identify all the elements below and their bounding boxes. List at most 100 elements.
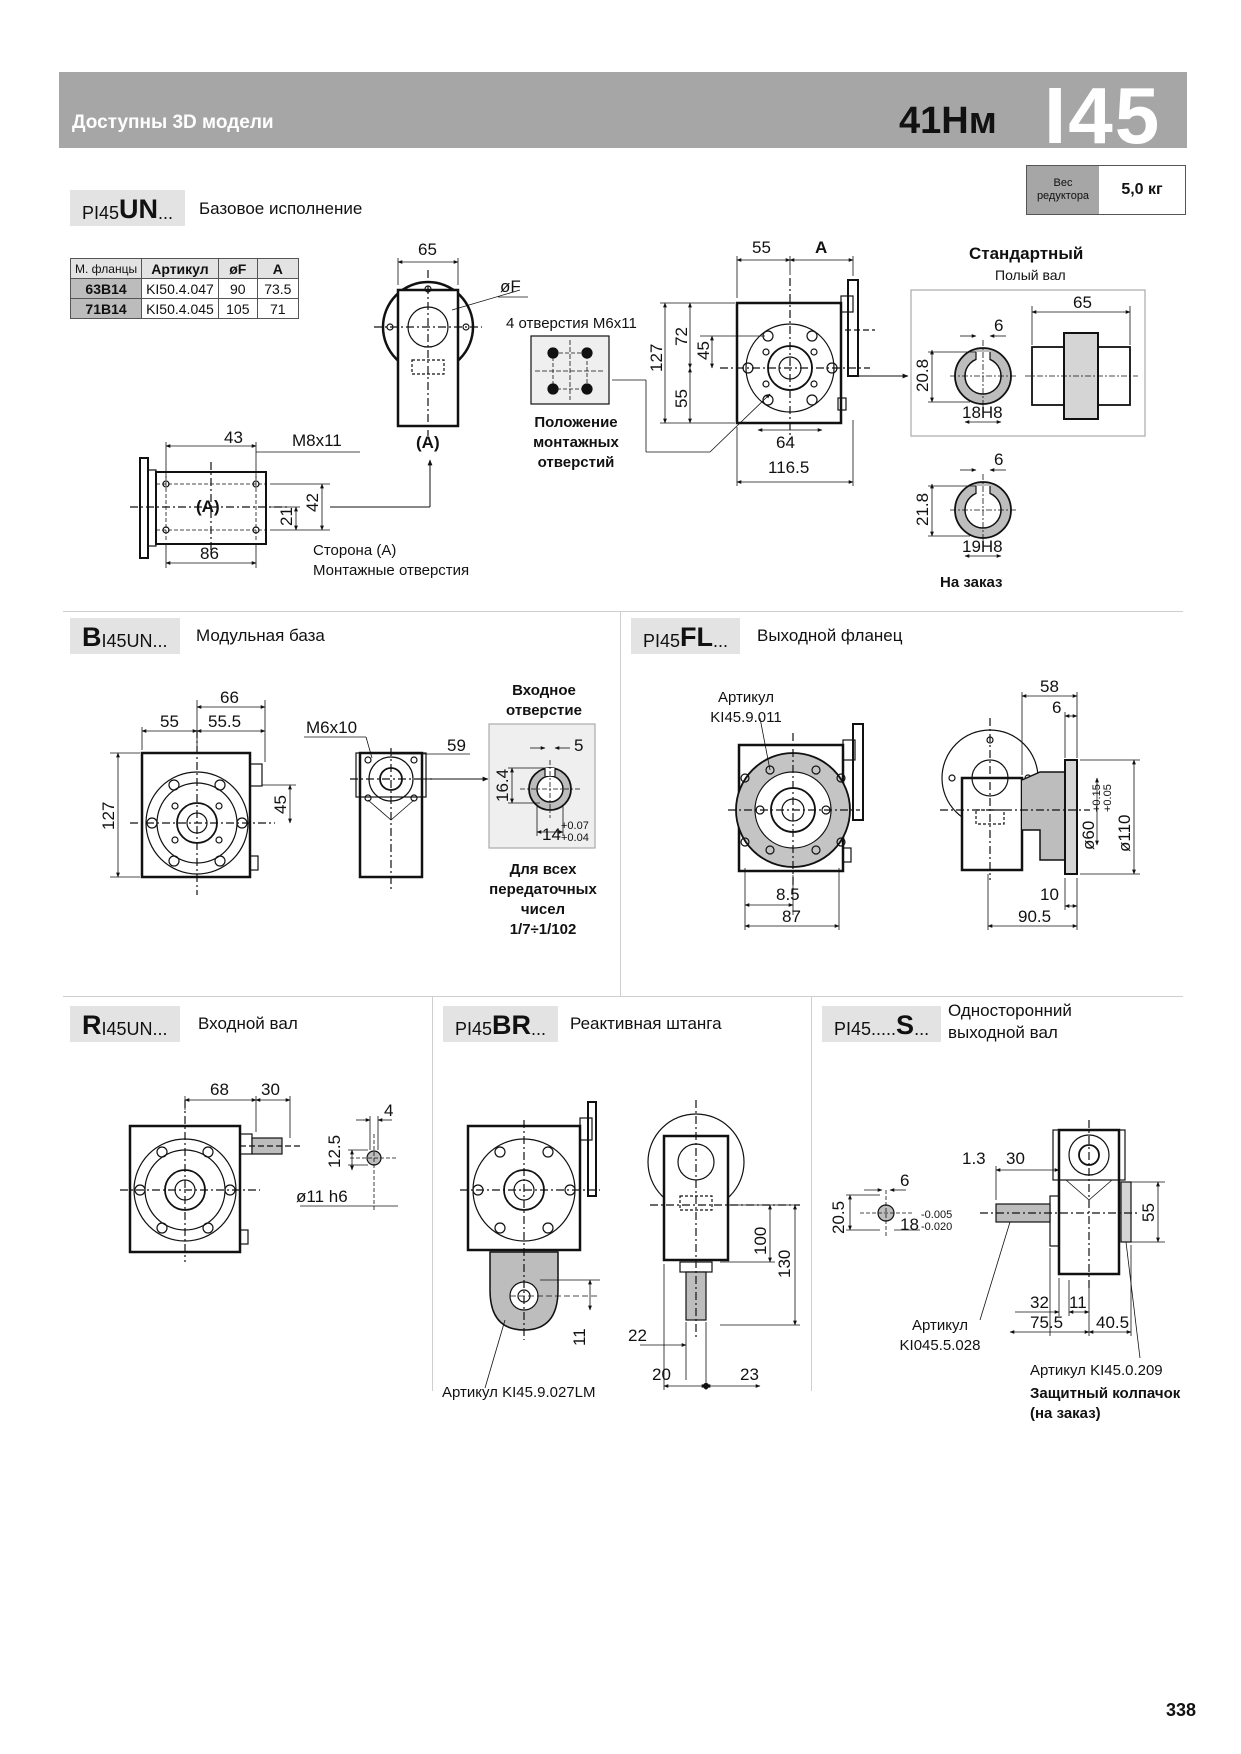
all-ratios-label: Для всех передаточных чисел 1/7÷1/102: [478, 860, 608, 940]
table-header: Артикул: [141, 258, 219, 279]
all-ratios-line: чисел: [520, 901, 566, 918]
bi-front-view: [110, 700, 296, 895]
dim-label: 19H8: [962, 537, 1003, 556]
mount-pos-line: монтажных: [533, 434, 619, 451]
section-title-br: Реактивная штанга: [570, 1014, 722, 1033]
dim-label: ø110: [1115, 815, 1134, 853]
dim-label: 86: [200, 544, 219, 563]
fl-article-label: Артикул KI45.9.011: [706, 688, 786, 728]
standard-label: Стандартный: [969, 244, 1084, 263]
dim-label: 66: [220, 688, 239, 707]
tag-prefix: R: [82, 1010, 102, 1040]
dim-label: 18: [900, 1215, 919, 1234]
dim-label: M8x11: [292, 431, 342, 450]
section-title-ri: Входной вал: [198, 1014, 298, 1033]
dim-label: 72: [672, 327, 691, 346]
tag-suffix: ...: [158, 203, 174, 223]
dim-label: ø11 h6: [296, 1187, 348, 1206]
dim-label: +0.04: [561, 832, 589, 844]
cap-line: Защитный колпачок: [1030, 1385, 1181, 1402]
dim-label: +0.15: [1091, 784, 1103, 812]
weight-value: 5,0 кг: [1099, 166, 1185, 214]
tag-prefix: PI45.....: [834, 1019, 897, 1039]
dim-label: 12.5: [325, 1135, 344, 1168]
dim-label: 6: [994, 316, 1003, 335]
dim-label: 68: [210, 1080, 229, 1099]
dim-label: A: [815, 238, 827, 257]
tag-prefix: PI45: [643, 631, 681, 651]
dim-label: 58: [1040, 677, 1059, 696]
dim-label: 16.4: [493, 769, 512, 802]
tag-suffix: ...: [531, 1019, 547, 1039]
all-ratios-line: Для всех: [509, 861, 577, 878]
dim-label: 6: [1052, 698, 1061, 717]
fl-side-view: [940, 692, 1140, 930]
side-a-line: Монтажные отверстия: [313, 562, 470, 579]
dim-label: 65: [418, 240, 437, 259]
table-row: 63B14 KI50.4.047 90 73.5: [69, 278, 299, 299]
divider: [620, 611, 621, 996]
all-ratios-line: передаточных: [489, 881, 597, 898]
dim-label: 59: [447, 736, 466, 755]
dim-label: 127: [647, 344, 666, 372]
flange-table: М. фланцы Артикул øF A 63B14 KI50.4.047 …: [69, 258, 299, 319]
dim-label: ø60: [1079, 821, 1098, 850]
bi-side-view: [304, 736, 489, 890]
mount-pos-line: Положение: [534, 414, 618, 431]
dim-label: 22: [628, 1326, 647, 1345]
tag-prefix: B: [82, 622, 102, 652]
dim-label: 127: [99, 802, 118, 830]
tag-suffix: ...: [713, 631, 729, 651]
fl-article-line: Артикул: [718, 689, 774, 706]
dim-label: 130: [775, 1250, 794, 1278]
torque-label: 41Нм: [899, 100, 997, 142]
page-number: 338: [1166, 1700, 1197, 1720]
table-header: М. фланцы: [69, 258, 143, 279]
dim-label: 32: [1030, 1293, 1049, 1312]
table-cell: 71B14: [69, 298, 143, 319]
input-hole-line: отверстие: [506, 702, 582, 719]
divider: [432, 996, 433, 1391]
mount-hole-box: [530, 335, 610, 405]
dim-label: 18H8: [962, 403, 1003, 422]
dim-label: 21: [277, 507, 296, 526]
section-title-un: Базовое исполнение: [199, 199, 363, 218]
fl-front-view: [728, 717, 864, 930]
dim-label: 40.5: [1096, 1313, 1129, 1332]
dim-label: 55: [160, 712, 179, 731]
section-title-s-2: выходной вал: [948, 1023, 1058, 1042]
dim-label: 14: [542, 825, 561, 844]
header-bar: Доступны 3D модели 41Нм I45: [59, 71, 1187, 160]
dim-label: 21.8: [913, 493, 932, 526]
table-cell: 71: [256, 298, 299, 319]
cap-line: (на заказ): [1030, 1405, 1101, 1422]
dim-label: 10: [1040, 885, 1059, 904]
tag-code: S: [896, 1010, 915, 1040]
divider: [811, 996, 812, 1391]
br-front-view: [460, 1101, 600, 1389]
dim-label: 6: [900, 1171, 909, 1190]
mount-pos-line: отверстий: [537, 454, 615, 471]
table-cell: 63B14: [69, 278, 143, 299]
dim-label: 20.8: [913, 359, 932, 392]
dim-label: 45: [271, 795, 290, 814]
dim-label: 55: [1139, 1203, 1158, 1222]
dim-label: 20.5: [829, 1201, 848, 1234]
tag-code: I45UN: [101, 1019, 153, 1039]
dim-label: 1.3: [962, 1149, 986, 1168]
br-side-view: [640, 1100, 800, 1390]
dim-label: 100: [751, 1227, 770, 1255]
dim-label: 87: [782, 907, 801, 926]
mount-position-label: Положение монтажных отверстий: [529, 413, 623, 473]
hollow-shaft-label: Полый вал: [995, 267, 1066, 283]
on-order-label: На заказ: [940, 574, 1003, 591]
dim-label: 23: [740, 1365, 759, 1384]
tag-suffix: ...: [152, 1019, 168, 1039]
dim-label: 90.5: [1018, 907, 1051, 926]
dim-label: 65: [1073, 293, 1092, 312]
tag-s: PI45.....S...: [822, 1006, 942, 1042]
holes-label: 4 отверстия М6х11: [506, 315, 637, 332]
